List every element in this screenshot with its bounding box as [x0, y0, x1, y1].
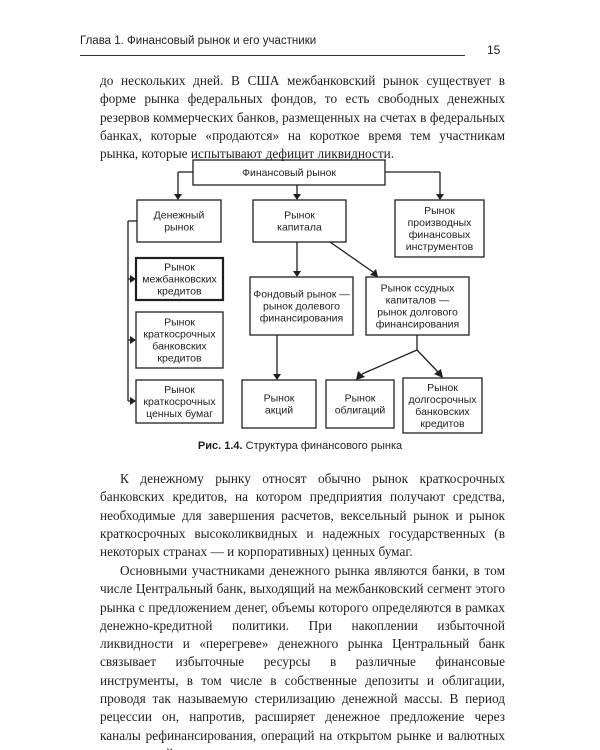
diagram-label-line: рынок: [164, 222, 194, 234]
header-rule: [80, 55, 465, 56]
diagram-label-line: кредитов: [157, 286, 202, 298]
diagram-label-line: облигаций: [335, 405, 386, 417]
diagram-label-line: рынок долевого: [263, 301, 340, 313]
diagram-label-line: кредитов: [420, 418, 465, 430]
box-bonds-market: [325, 379, 395, 429]
figure-title: Структура финансового рынка: [242, 440, 403, 452]
diagram-label-line: Рынок: [264, 393, 295, 405]
diagram-label-line: финансирования: [260, 313, 343, 325]
page-number: 15: [487, 43, 501, 57]
diagram-label-line: банковских: [415, 406, 470, 418]
diagram-label-line: кредитов: [157, 353, 202, 365]
diagram-label-line: Рынок: [424, 205, 455, 217]
box-long-bank-credit: [402, 377, 483, 434]
diagram-label-line: Рынок: [427, 382, 458, 394]
diagram-label-line: Рынок: [345, 393, 376, 405]
paragraph-participants: Основными участниками денежного рынка яв…: [100, 563, 505, 750]
diagram-label-line: финансовых: [409, 229, 471, 241]
diagram-label-line: межбанковских: [142, 274, 217, 286]
diagram-label-line: долгосрочных: [408, 394, 477, 406]
box-shares-market: [241, 379, 317, 429]
diagram-label-line: Финансовый рынок: [242, 167, 336, 179]
figure-number: Рис. 1.4.: [197, 440, 243, 452]
paragraph-money-market: К денежному рынку относят обычно рынок к…: [100, 471, 505, 560]
connector-arrowheads: [130, 194, 444, 405]
diagram-label-line: Рынок: [284, 210, 315, 222]
diagram-label-line: краткосрочных: [143, 396, 216, 408]
diagram-label-line: капиталов —: [386, 295, 450, 307]
intro-paragraph: до нескольких дней. В США межбанковский …: [100, 73, 505, 162]
diagram-label-line: Рынок: [164, 317, 195, 329]
box-capital-market: [252, 199, 347, 243]
diagram-label-line: Рынок ссудных: [381, 283, 456, 295]
diagram-label-line: инструментов: [406, 241, 474, 253]
diagram-label-line: производных: [408, 217, 473, 229]
diagram-label-line: краткосрочных: [143, 329, 216, 341]
diagram-label-line: Рынок: [164, 384, 195, 396]
diagram-label-line: капитала: [277, 222, 322, 234]
diagram-label-line: финансирования: [376, 319, 459, 331]
diagram-label-line: Денежный: [154, 210, 205, 222]
diagram-label-line: ценных бумаг: [146, 408, 213, 420]
label-root: Финансовый рынок: [242, 167, 336, 179]
running-header: Глава 1. Финансовый рынок и его участник…: [80, 35, 317, 47]
diagram-label-line: банковских: [152, 341, 207, 353]
box-stock-market: [249, 276, 354, 336]
diagram-label-line: рынок долгового: [377, 307, 458, 319]
diagram-label-line: акций: [265, 405, 293, 417]
diagram-label-line: Фондовый рынок —: [253, 289, 350, 301]
box-derivatives-market: [394, 199, 485, 258]
figure-caption: Рис. 1.4. Структура финансового рынка: [0, 440, 600, 452]
box-short-securities: [135, 379, 224, 424]
diagram-label-line: Рынок: [164, 262, 195, 274]
